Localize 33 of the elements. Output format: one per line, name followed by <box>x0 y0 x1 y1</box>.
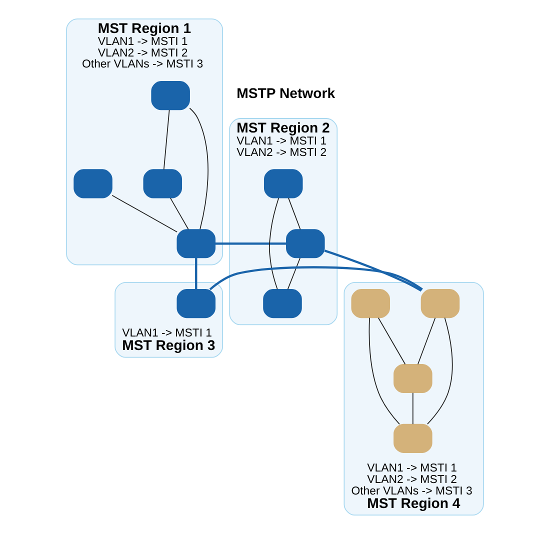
connector <box>412 392 413 425</box>
connector <box>208 266 422 290</box>
connector <box>288 198 300 230</box>
node-box <box>286 229 324 258</box>
connector <box>162 110 170 170</box>
node-box <box>73 169 112 198</box>
connector <box>169 198 188 230</box>
cluster: MST Region 2 VLAN1 -> MSTI 1 VLAN2 -> MSTI 2 <box>228 118 338 326</box>
connector <box>286 258 300 290</box>
connector <box>268 198 279 290</box>
connector <box>214 242 286 245</box>
cluster: VLAN1 -> MSTI 1 VLAN2 -> MSTI 2 Other VLANs -> MSTI 3 MST Region 4 <box>343 282 484 516</box>
connector <box>188 108 208 230</box>
node-box <box>150 81 190 110</box>
connector <box>111 194 177 232</box>
node-box <box>350 289 390 318</box>
node-box <box>142 169 182 198</box>
connector <box>324 250 422 292</box>
node-box <box>262 289 302 318</box>
connector <box>377 317 406 365</box>
cluster: VLAN1 -> MSTI 1 MST Region 3 <box>114 282 222 358</box>
connector <box>426 317 452 424</box>
connector <box>368 317 400 425</box>
connector <box>194 258 197 290</box>
node-box <box>393 364 432 394</box>
node-box <box>420 289 460 318</box>
cluster: MST Region 1 VLAN1 -> MSTI 1 VLAN2 -> MSTI 2 Other VLANs -> MSTI 3 <box>66 18 222 266</box>
node-box <box>393 424 432 453</box>
node-box <box>176 229 215 258</box>
label: MSTP Network <box>236 85 335 102</box>
node-box <box>263 169 302 198</box>
connector <box>416 317 436 365</box>
node-box <box>176 289 215 318</box>
